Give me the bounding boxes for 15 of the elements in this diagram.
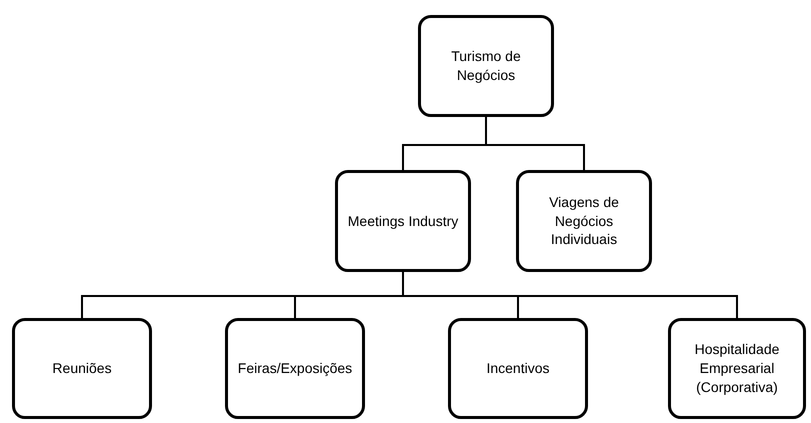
org-box [225,318,365,419]
box-label: Turismo de Negócios [450,47,522,85]
org-box [12,318,152,419]
box-label: Viagens de Negócios Individuais [548,192,620,250]
org-box [516,170,652,272]
box-label: Feiras/Exposições [238,359,352,378]
box-label: Hospitalidade Empresarial (Corporativa) [694,340,780,397]
org-box [448,318,588,419]
org-box [418,15,554,117]
box-label: Meetings Industry [348,212,458,230]
connector-line [402,272,738,318]
box-label: Reuniões [52,359,112,378]
org-box [668,318,806,419]
box-label: Incentivos [486,359,550,378]
org-box [335,170,471,272]
